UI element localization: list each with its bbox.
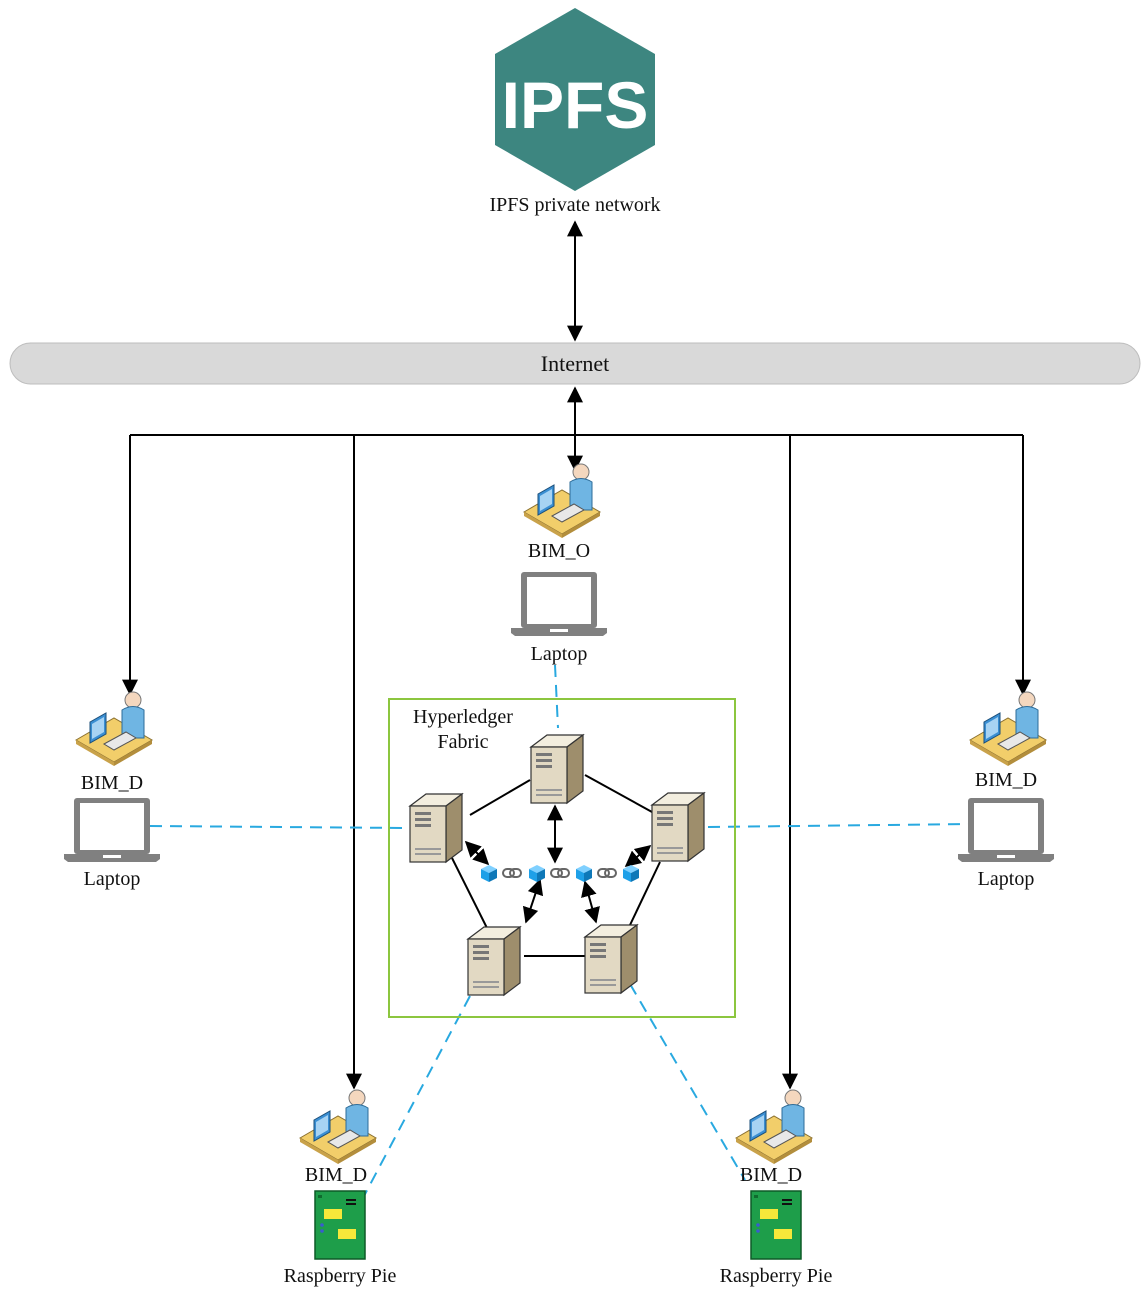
bim-d-right-device-label: Laptop — [978, 868, 1035, 890]
internet-distribution-lines — [122, 434, 1031, 1090]
peer-chain-arrows — [464, 804, 652, 924]
bim-o-device-label: Laptop — [531, 643, 588, 665]
ipfs-logo-text: IPFS — [502, 68, 649, 142]
bim-d-right-role-label: BIM_D — [975, 769, 1037, 791]
internet-label: Internet — [541, 351, 609, 376]
user-workstation-icon — [735, 1089, 813, 1165]
laptop-icon — [511, 572, 607, 636]
server-icon — [584, 924, 638, 994]
raspberry-pi-icon — [314, 1190, 366, 1260]
bim-o-role-label: BIM_O — [528, 540, 590, 562]
server-icon — [409, 793, 463, 863]
fabric-label-line2: Fabric — [437, 731, 488, 753]
dashed-peer-links — [149, 664, 973, 1197]
user-workstation-icon — [969, 691, 1047, 767]
laptop-icon — [958, 798, 1054, 862]
bim-d-bottom-right-device-label: Raspberry Pie — [720, 1265, 833, 1287]
server-icon — [530, 734, 584, 804]
user-workstation-icon — [523, 463, 601, 539]
user-workstation-icon — [75, 691, 153, 767]
bim-d-bottom-left-device-label: Raspberry Pie — [284, 1265, 397, 1287]
laptop-icon — [64, 798, 160, 862]
ipfs-logo-icon: IPFS — [495, 8, 655, 191]
ipfs-network-label: IPFS private network — [489, 194, 660, 216]
internet-bar: Internet — [9, 342, 1141, 385]
bim-d-left-role-label: BIM_D — [81, 772, 143, 794]
server-icon — [651, 792, 705, 862]
bim-d-bottom-left-role-label: BIM_D — [305, 1164, 367, 1186]
fabric-label-line1: Hyperledger — [413, 706, 513, 728]
hyperledger-fabric-box — [388, 698, 736, 1018]
peer-ring-links — [451, 774, 661, 957]
server-icon — [467, 926, 521, 996]
blockchain-icon — [481, 865, 639, 882]
raspberry-pi-icon — [750, 1190, 802, 1260]
bim-d-left-device-label: Laptop — [84, 868, 141, 890]
bim-d-bottom-right-role-label: BIM_D — [740, 1164, 802, 1186]
user-workstation-icon — [299, 1089, 377, 1165]
